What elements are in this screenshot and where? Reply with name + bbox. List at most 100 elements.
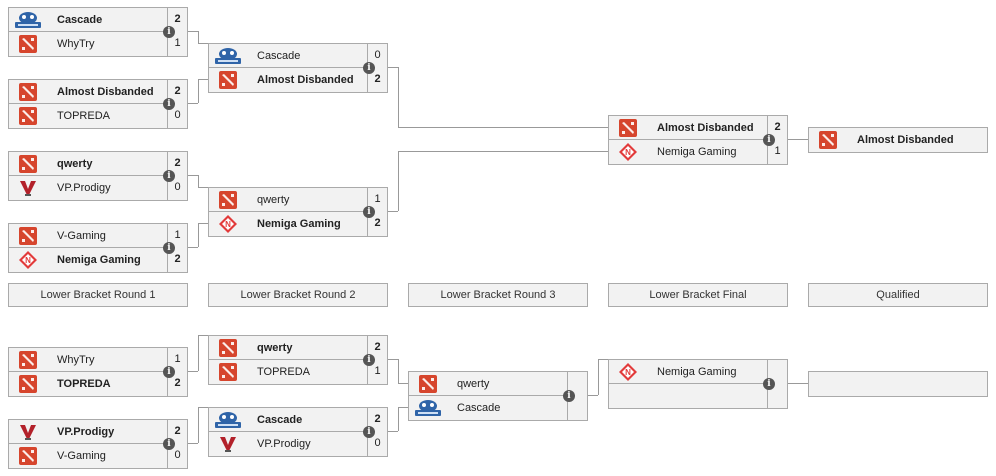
connector — [398, 67, 399, 127]
team-logo-icon — [9, 80, 47, 104]
team-logo-icon — [9, 152, 47, 176]
header-qualified: Qualified — [808, 283, 988, 307]
header-lower-round-2: Lower Bracket Round 2 — [208, 283, 388, 307]
connector — [788, 383, 808, 384]
team-slot[interactable] — [609, 384, 787, 408]
team-logo-icon: N — [209, 212, 247, 236]
team-name: Cascade — [57, 13, 103, 26]
connector — [788, 139, 808, 140]
team-slot[interactable]: qwerty 2 — [9, 151, 187, 176]
connector — [398, 383, 408, 384]
header-lower-round-3: Lower Bracket Round 3 — [408, 283, 588, 307]
team-slot[interactable]: WhyTry 1 — [9, 347, 187, 372]
connector — [198, 79, 208, 80]
team-logo-icon: N — [609, 360, 647, 384]
team-name: Nemiga Gaming — [57, 254, 141, 266]
team-slot[interactable]: V-Gaming 1 — [9, 223, 187, 248]
match-info-icon[interactable]: i — [163, 242, 175, 254]
team-score: 1 — [167, 32, 187, 56]
team-logo-icon — [9, 372, 47, 396]
team-score: 1 — [367, 187, 387, 212]
team-score: 1 — [167, 347, 187, 372]
team-logo-icon — [209, 336, 247, 360]
team-name: V-Gaming — [57, 229, 106, 242]
match-info-icon[interactable]: i — [163, 366, 175, 378]
team-logo-icon — [9, 8, 47, 32]
match-info-icon[interactable]: i — [163, 438, 175, 450]
match-info-icon[interactable]: i — [363, 206, 375, 218]
match-info-icon[interactable]: i — [363, 62, 375, 74]
match-info-icon[interactable]: i — [363, 426, 375, 438]
connector — [188, 247, 198, 248]
team-logo-icon — [209, 188, 247, 212]
team-score: 2 — [167, 372, 187, 396]
team-logo-icon — [609, 116, 647, 140]
team-logo-icon — [209, 360, 247, 384]
connector — [398, 407, 408, 408]
match-info-icon[interactable]: i — [163, 170, 175, 182]
team-logo-icon — [9, 348, 47, 372]
team-score: 0 — [167, 176, 187, 200]
team-logo-icon — [209, 68, 247, 92]
team-logo-icon — [9, 176, 47, 200]
match-info-icon[interactable]: i — [363, 354, 375, 366]
match-info-icon[interactable]: i — [763, 134, 775, 146]
connector — [388, 431, 398, 432]
team-name: Almost Disbanded — [57, 85, 154, 98]
team-logo-icon — [409, 396, 447, 420]
header-lower-round-1: Lower Bracket Round 1 — [8, 283, 188, 307]
svg-text:N: N — [25, 256, 31, 265]
connector — [188, 175, 198, 176]
match-info-icon[interactable]: i — [163, 26, 175, 38]
svg-text:N: N — [625, 148, 631, 157]
team-slot[interactable]: Cascade — [409, 396, 587, 420]
team-score: 2 — [167, 419, 187, 444]
team-logo-icon: N — [9, 248, 47, 272]
team-score: 2 — [367, 335, 387, 360]
match-info-icon[interactable]: i — [563, 390, 575, 402]
team-name: qwerty — [57, 157, 93, 170]
team-name: Cascade — [457, 402, 501, 414]
team-score: 2 — [167, 151, 187, 176]
connector — [198, 223, 199, 247]
connector — [398, 127, 608, 128]
connector — [388, 67, 398, 68]
match-info-icon[interactable]: i — [763, 378, 775, 390]
team-score — [767, 359, 787, 384]
match-info-icon[interactable]: i — [163, 98, 175, 110]
team-name: TOPREDA — [57, 110, 110, 122]
team-score: 1 — [767, 140, 787, 164]
team-name: WhyTry — [57, 353, 95, 366]
team-slot[interactable]: qwerty — [409, 371, 587, 396]
header-lower-final: Lower Bracket Final — [608, 283, 788, 307]
team-score — [567, 396, 587, 420]
team-logo-icon — [809, 128, 847, 152]
team-score: 1 — [167, 223, 187, 248]
team-score — [767, 384, 787, 408]
connector — [198, 175, 199, 187]
